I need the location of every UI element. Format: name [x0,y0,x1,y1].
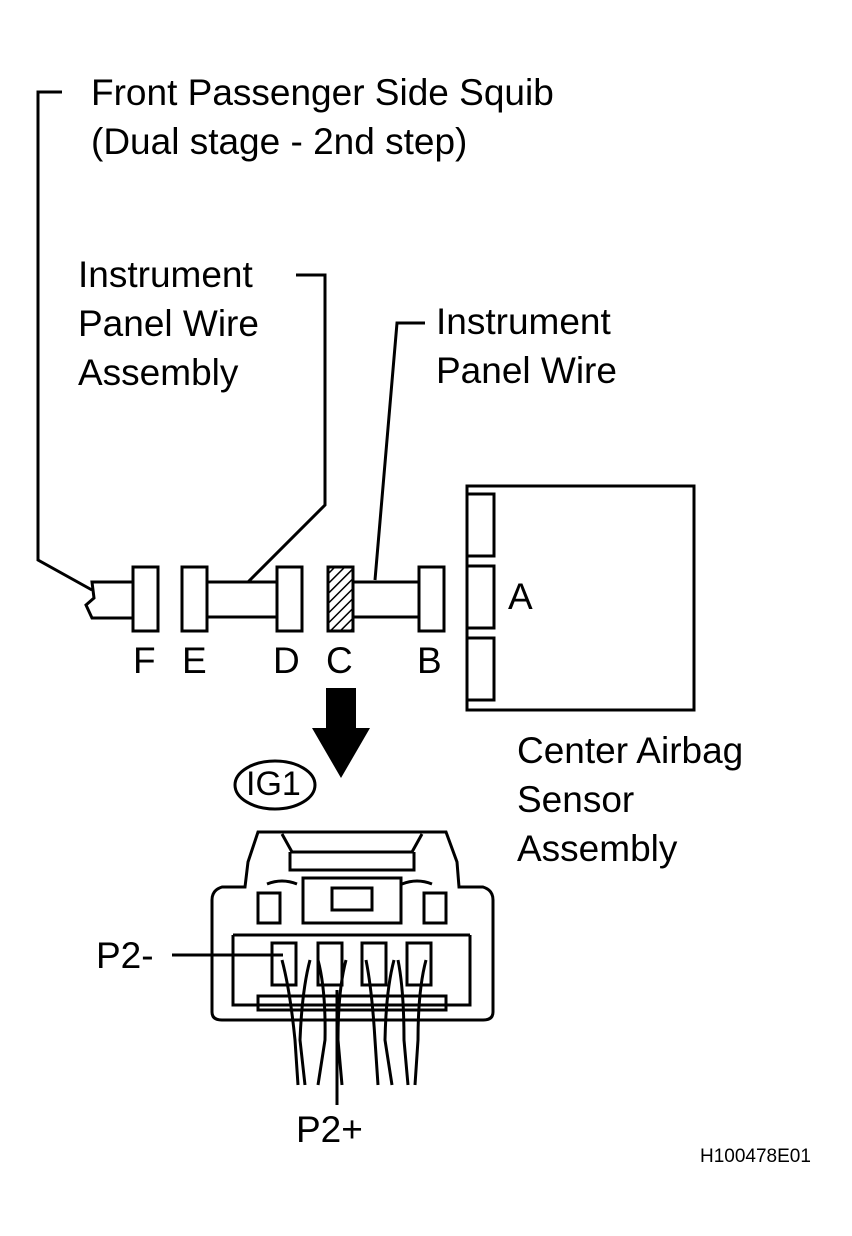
center-sensor-label-line1: Center Airbag [517,730,744,771]
connector-a [465,564,496,630]
sensor-connector-slot-3 [465,636,496,702]
ipwa-label-line1: Instrument [78,254,253,295]
connector-d [275,565,304,633]
center-airbag-sensor-body [465,484,696,712]
squib-label-line1: Front Passenger Side Squib [91,72,554,113]
connector-label-b: B [417,640,442,681]
connector-label-e: E [182,640,207,681]
ipw-label-line2: Panel Wire [436,350,617,391]
ig1-badge-outline [233,759,317,811]
connector-label-f: F [133,640,156,681]
center-sensor-label-line3: Assembly [517,828,678,869]
connector-label-a: A [508,576,533,617]
figure-code: H100478E01 [700,1146,811,1167]
ig1-label: IG1 [246,765,301,803]
ipw-leader-line [373,321,425,581]
connector-e [180,565,209,633]
connector-c [326,565,355,633]
squib-leader-line [36,90,93,592]
sensor-connector-slot-1 [465,492,496,558]
connector-label-c: C [326,640,353,681]
down-arrow-icon [312,688,370,778]
p2-minus-label: P2- [96,935,154,976]
squib-label-line2: (Dual stage - 2nd step) [91,121,468,162]
ipwa-label-line3: Assembly [78,352,239,393]
connector-b [417,565,446,633]
center-sensor-label-line2: Sensor [517,779,635,820]
ig1-connector-face [210,830,495,1022]
connector-f [131,565,160,633]
connector-label-d: D [273,640,300,681]
ipwa-label-line2: Panel Wire [78,303,259,344]
ipw-label-line1: Instrument [436,301,611,342]
ipwa-leader-line [246,273,327,584]
p2-plus-label: P2+ [296,1109,363,1150]
